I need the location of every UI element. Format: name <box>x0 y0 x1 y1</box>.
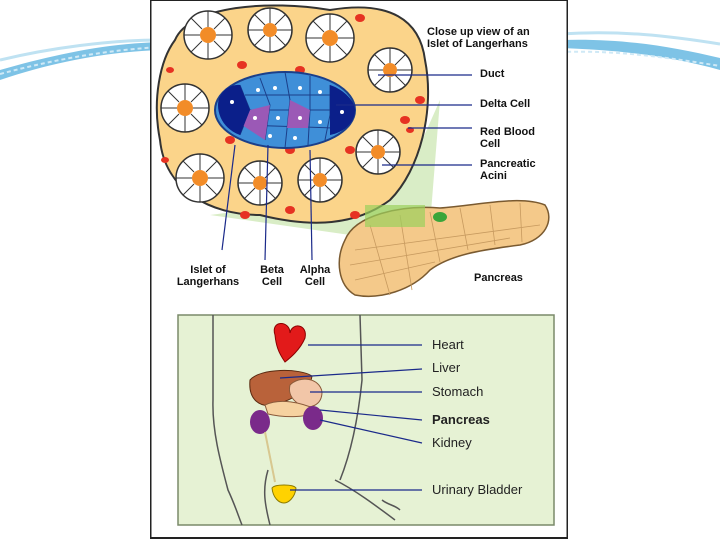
acinus-group <box>160 7 413 206</box>
pancreatic-acini-label: Pancreatic Acini <box>480 158 536 182</box>
left-swoosh-line <box>0 38 161 62</box>
right-swoosh <box>560 39 720 70</box>
bottom-callout-lines <box>279 344 423 491</box>
heart-organ <box>273 323 306 363</box>
acinus <box>175 153 225 203</box>
body-outline <box>212 314 401 526</box>
pancreas-organ-label: Pancreas <box>432 412 490 427</box>
delta-cells <box>242 100 310 140</box>
beta-cells <box>218 84 355 135</box>
islet-of-langerhans-label: Islet of Langerhans <box>176 264 240 288</box>
acinus <box>297 157 343 203</box>
acinus <box>305 13 355 63</box>
acinus <box>355 129 401 175</box>
pancreas-texture <box>349 202 541 296</box>
liver-label: Liver <box>432 360 461 375</box>
urinary-bladder-label: Urinary Bladder <box>432 482 523 497</box>
left-swoosh-dash <box>0 46 161 75</box>
right-swoosh-dash <box>559 50 720 67</box>
left-swoosh <box>0 42 160 80</box>
right-swoosh-line <box>559 31 720 46</box>
ureter <box>264 431 276 483</box>
pancreas-islet-marker <box>433 212 447 222</box>
heart-label: Heart <box>432 337 464 352</box>
kidney-organ-left <box>250 410 270 434</box>
islet-title: Close up view of an Islet of Langerhans <box>427 26 530 50</box>
islet-title-line1: Close up view of an <box>427 26 530 38</box>
acinus <box>367 47 413 93</box>
alpha-cell-label: Alpha Cell <box>299 264 331 288</box>
delta-cell-label: Delta Cell <box>480 98 531 110</box>
islet-nuclei <box>230 86 344 140</box>
acinus <box>183 10 233 60</box>
red-blood-cells <box>161 14 425 219</box>
duct-label: Duct <box>480 68 505 80</box>
islet-title-line2: Islet of Langerhans <box>427 38 528 50</box>
red-blood-cell-label: Red Blood Cell <box>480 126 535 150</box>
acinus <box>237 160 283 206</box>
top-callout-lines <box>221 74 472 261</box>
beta-cell-label: Beta Cell <box>260 264 284 288</box>
pancreas-diagram: Close up view of an Islet of Langerhans … <box>150 0 568 540</box>
kidney-organ-right <box>303 406 323 430</box>
acinus <box>247 7 293 53</box>
pancreas-label: Pancreas <box>474 272 523 284</box>
diagram-artwork <box>150 0 568 539</box>
stomach-organ <box>289 378 323 408</box>
pancreas-highlight <box>365 205 425 227</box>
stomach-label: Stomach <box>432 384 484 399</box>
acinus <box>160 83 210 133</box>
kidney-label: Kidney <box>432 435 472 450</box>
